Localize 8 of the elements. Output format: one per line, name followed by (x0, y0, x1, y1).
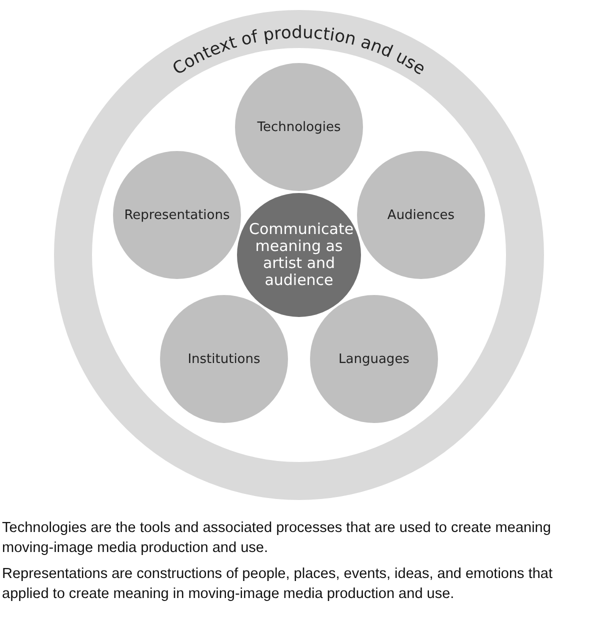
petal-label: Audiences (387, 208, 455, 222)
petal-label: Languages (338, 352, 410, 366)
petal-label: Technologies (257, 120, 341, 134)
description-paragraph: Technologies are the tools and associated processes that are used to create meaning moving-image media production and use. (2, 519, 552, 558)
ring-band (54, 10, 544, 500)
petal-label: Institutions (188, 352, 260, 366)
description-paragraph: Representations are constructions of people, places, events, ideas, and emotions that applied to create meaning in moving-image media production and use. (2, 565, 554, 604)
petal-label: Representations (124, 208, 230, 222)
